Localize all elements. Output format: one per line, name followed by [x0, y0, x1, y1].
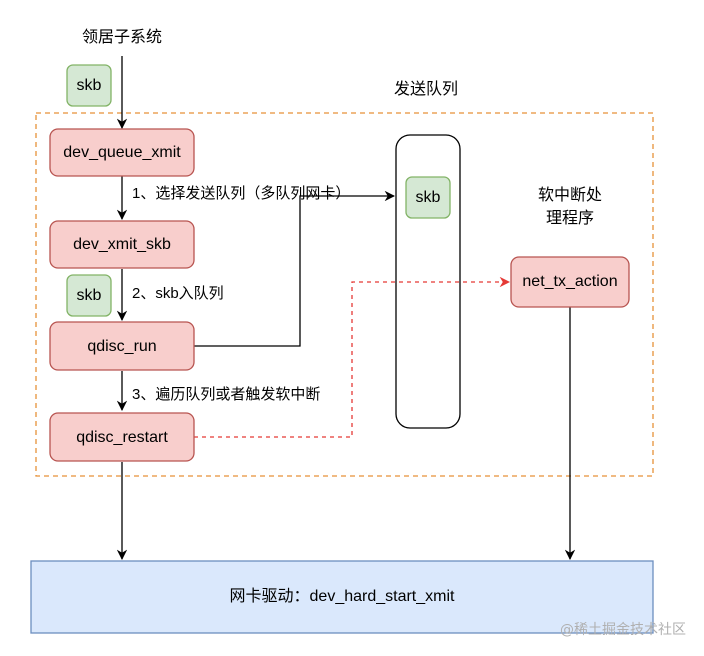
softirq-label-line2: 理程序 [546, 209, 594, 227]
step1-label: 1、选择发送队列（多队列网卡） [132, 185, 350, 202]
driver-box [30, 560, 654, 634]
arrow-qdisc-run-to-queue [194, 190, 396, 347]
node-net-tx-action: net_tx_action [510, 256, 630, 308]
skb-packet-mid-label: skb [77, 287, 102, 304]
diagram-title: 领居子系统 [82, 28, 162, 46]
skb-packet-top-label: skb [77, 77, 102, 94]
step3-label: 3、遍历队列或者触发软中断 [132, 386, 320, 403]
node-dev-xmit-skb: dev_xmit_skb [49, 220, 195, 269]
watermark: @稀土掘金技术社区 [560, 622, 686, 638]
node-dev-xmit-skb-label: dev_xmit_skb [73, 236, 171, 253]
step2-label: 2、skb入队列 [132, 285, 224, 302]
node-dev-queue-xmit: dev_queue_xmit [49, 128, 195, 177]
node-qdisc-restart-label: qdisc_restart [76, 429, 168, 446]
node-qdisc-run-label: qdisc_run [87, 338, 156, 355]
arrow-qdisc-restart-to-net-tx-action [194, 276, 511, 438]
softirq-label-line1: 软中断处 [538, 186, 602, 204]
skb-packet-top: skb [66, 64, 112, 107]
driver-label: 网卡驱动：dev_hard_start_xmit [230, 587, 456, 605]
node-qdisc-run: qdisc_run [49, 321, 195, 371]
skb-packet-mid: skb [66, 274, 112, 317]
node-net-tx-action-label: net_tx_action [522, 273, 617, 290]
node-dev-queue-xmit-label: dev_queue_xmit [63, 144, 181, 161]
skb-packet-queue-label: skb [416, 189, 441, 206]
node-qdisc-restart: qdisc_restart [49, 412, 195, 462]
skb-packet-queue: skb [405, 176, 451, 219]
queue-title: 发送队列 [394, 80, 458, 98]
dashed-frame [35, 112, 654, 477]
